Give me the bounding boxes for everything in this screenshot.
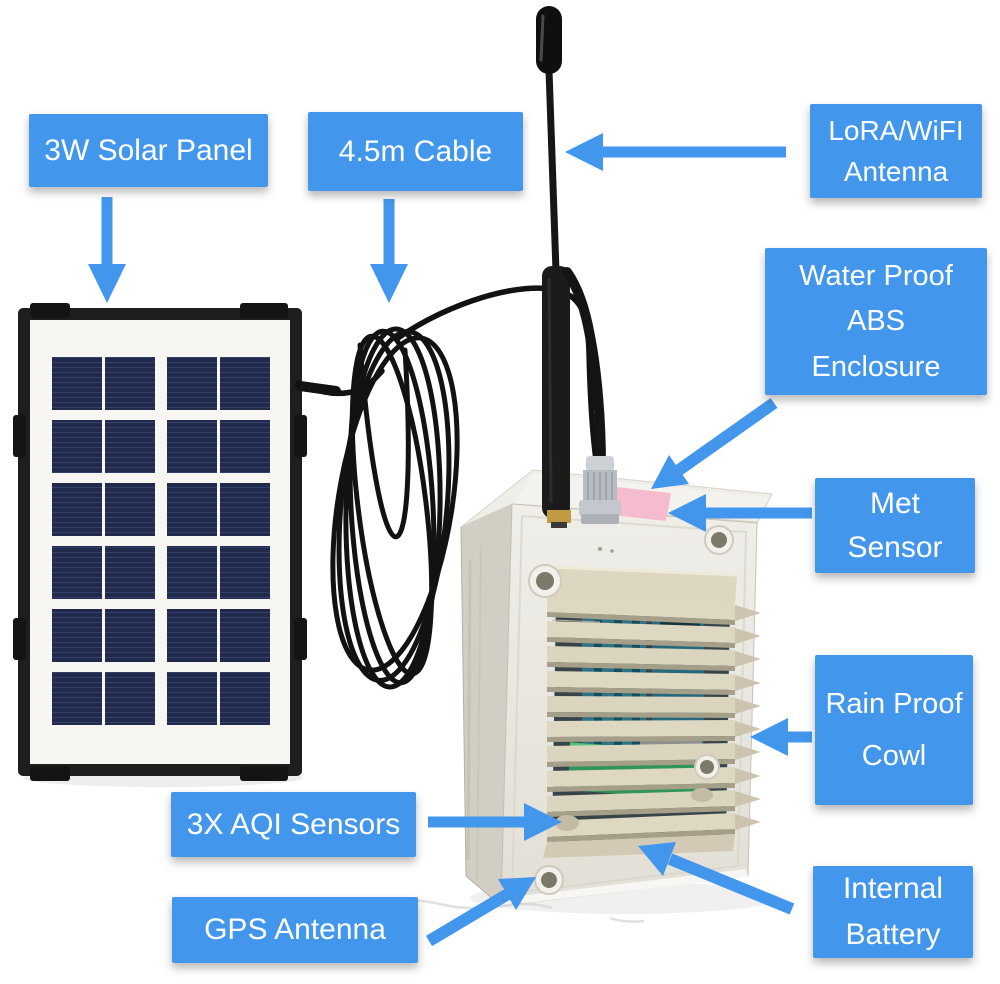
callout-internal-battery: Internal Battery xyxy=(813,866,973,958)
arrow-lora-wifi-antenna xyxy=(565,133,786,171)
whip-antenna-photo xyxy=(536,6,571,528)
callout-text: Cowl xyxy=(861,740,927,772)
callout-text: Water Proof xyxy=(799,259,953,292)
callout-text: Enclosure xyxy=(811,350,941,383)
arrow-met-sensor xyxy=(668,494,812,532)
callout-solar-panel: 3W Solar Panel xyxy=(29,114,268,187)
arrow-aqi-sensors xyxy=(428,803,562,841)
callout-text: Met xyxy=(869,486,920,520)
coiled-cable-photo xyxy=(295,285,599,690)
cowl-slats xyxy=(547,596,735,842)
callout-aqi-sensors: 3X AQI Sensors xyxy=(171,792,416,857)
callout-text: Battery xyxy=(845,918,941,951)
arrow-cable xyxy=(370,199,408,303)
callout-cable: 4.5m Cable xyxy=(308,112,523,191)
cable-gland xyxy=(579,456,621,524)
annotation-arrows xyxy=(88,133,812,947)
pink-tape-marker xyxy=(611,487,671,521)
arrow-gps-antenna xyxy=(425,877,536,947)
callout-text: Antenna xyxy=(843,155,949,187)
cell-gaps xyxy=(52,357,270,725)
callout-text: 3W Solar Panel xyxy=(44,133,253,167)
callout-met-sensor: Met Sensor xyxy=(815,478,975,573)
panel-clips xyxy=(13,303,307,781)
callout-text: GPS Antenna xyxy=(204,913,386,947)
arrow-internal-battery xyxy=(638,842,795,915)
cowl-teeth xyxy=(735,605,761,830)
arrow-waterproof-enclosure xyxy=(651,398,778,489)
callout-text: ABS xyxy=(846,305,906,338)
callout-text: Rain Proof xyxy=(825,687,963,720)
callout-lora-wifi-antenna: LoRA/WiFI Antenna xyxy=(810,104,982,198)
screw-holes xyxy=(528,525,734,895)
callout-rain-proof-cowl: Rain Proof Cowl xyxy=(815,655,973,805)
callout-text: Sensor xyxy=(847,530,943,564)
solar-panel-photo xyxy=(13,303,307,781)
callout-gps-antenna: GPS Antenna xyxy=(172,897,418,963)
callout-text: LoRA/WiFI xyxy=(828,115,964,147)
arrow-rain-proof-cowl xyxy=(750,718,812,756)
callout-text: Internal xyxy=(842,872,944,906)
callout-waterproof-abs-enclosure: Water Proof ABS Enclosure xyxy=(765,248,987,395)
callout-text: 4.5m Cable xyxy=(338,134,493,168)
arrow-solar-panel xyxy=(88,197,126,303)
met-sensor-whip-photo xyxy=(562,267,606,471)
sma-connector xyxy=(547,510,571,523)
callout-text: 3X AQI Sensors xyxy=(186,807,401,841)
